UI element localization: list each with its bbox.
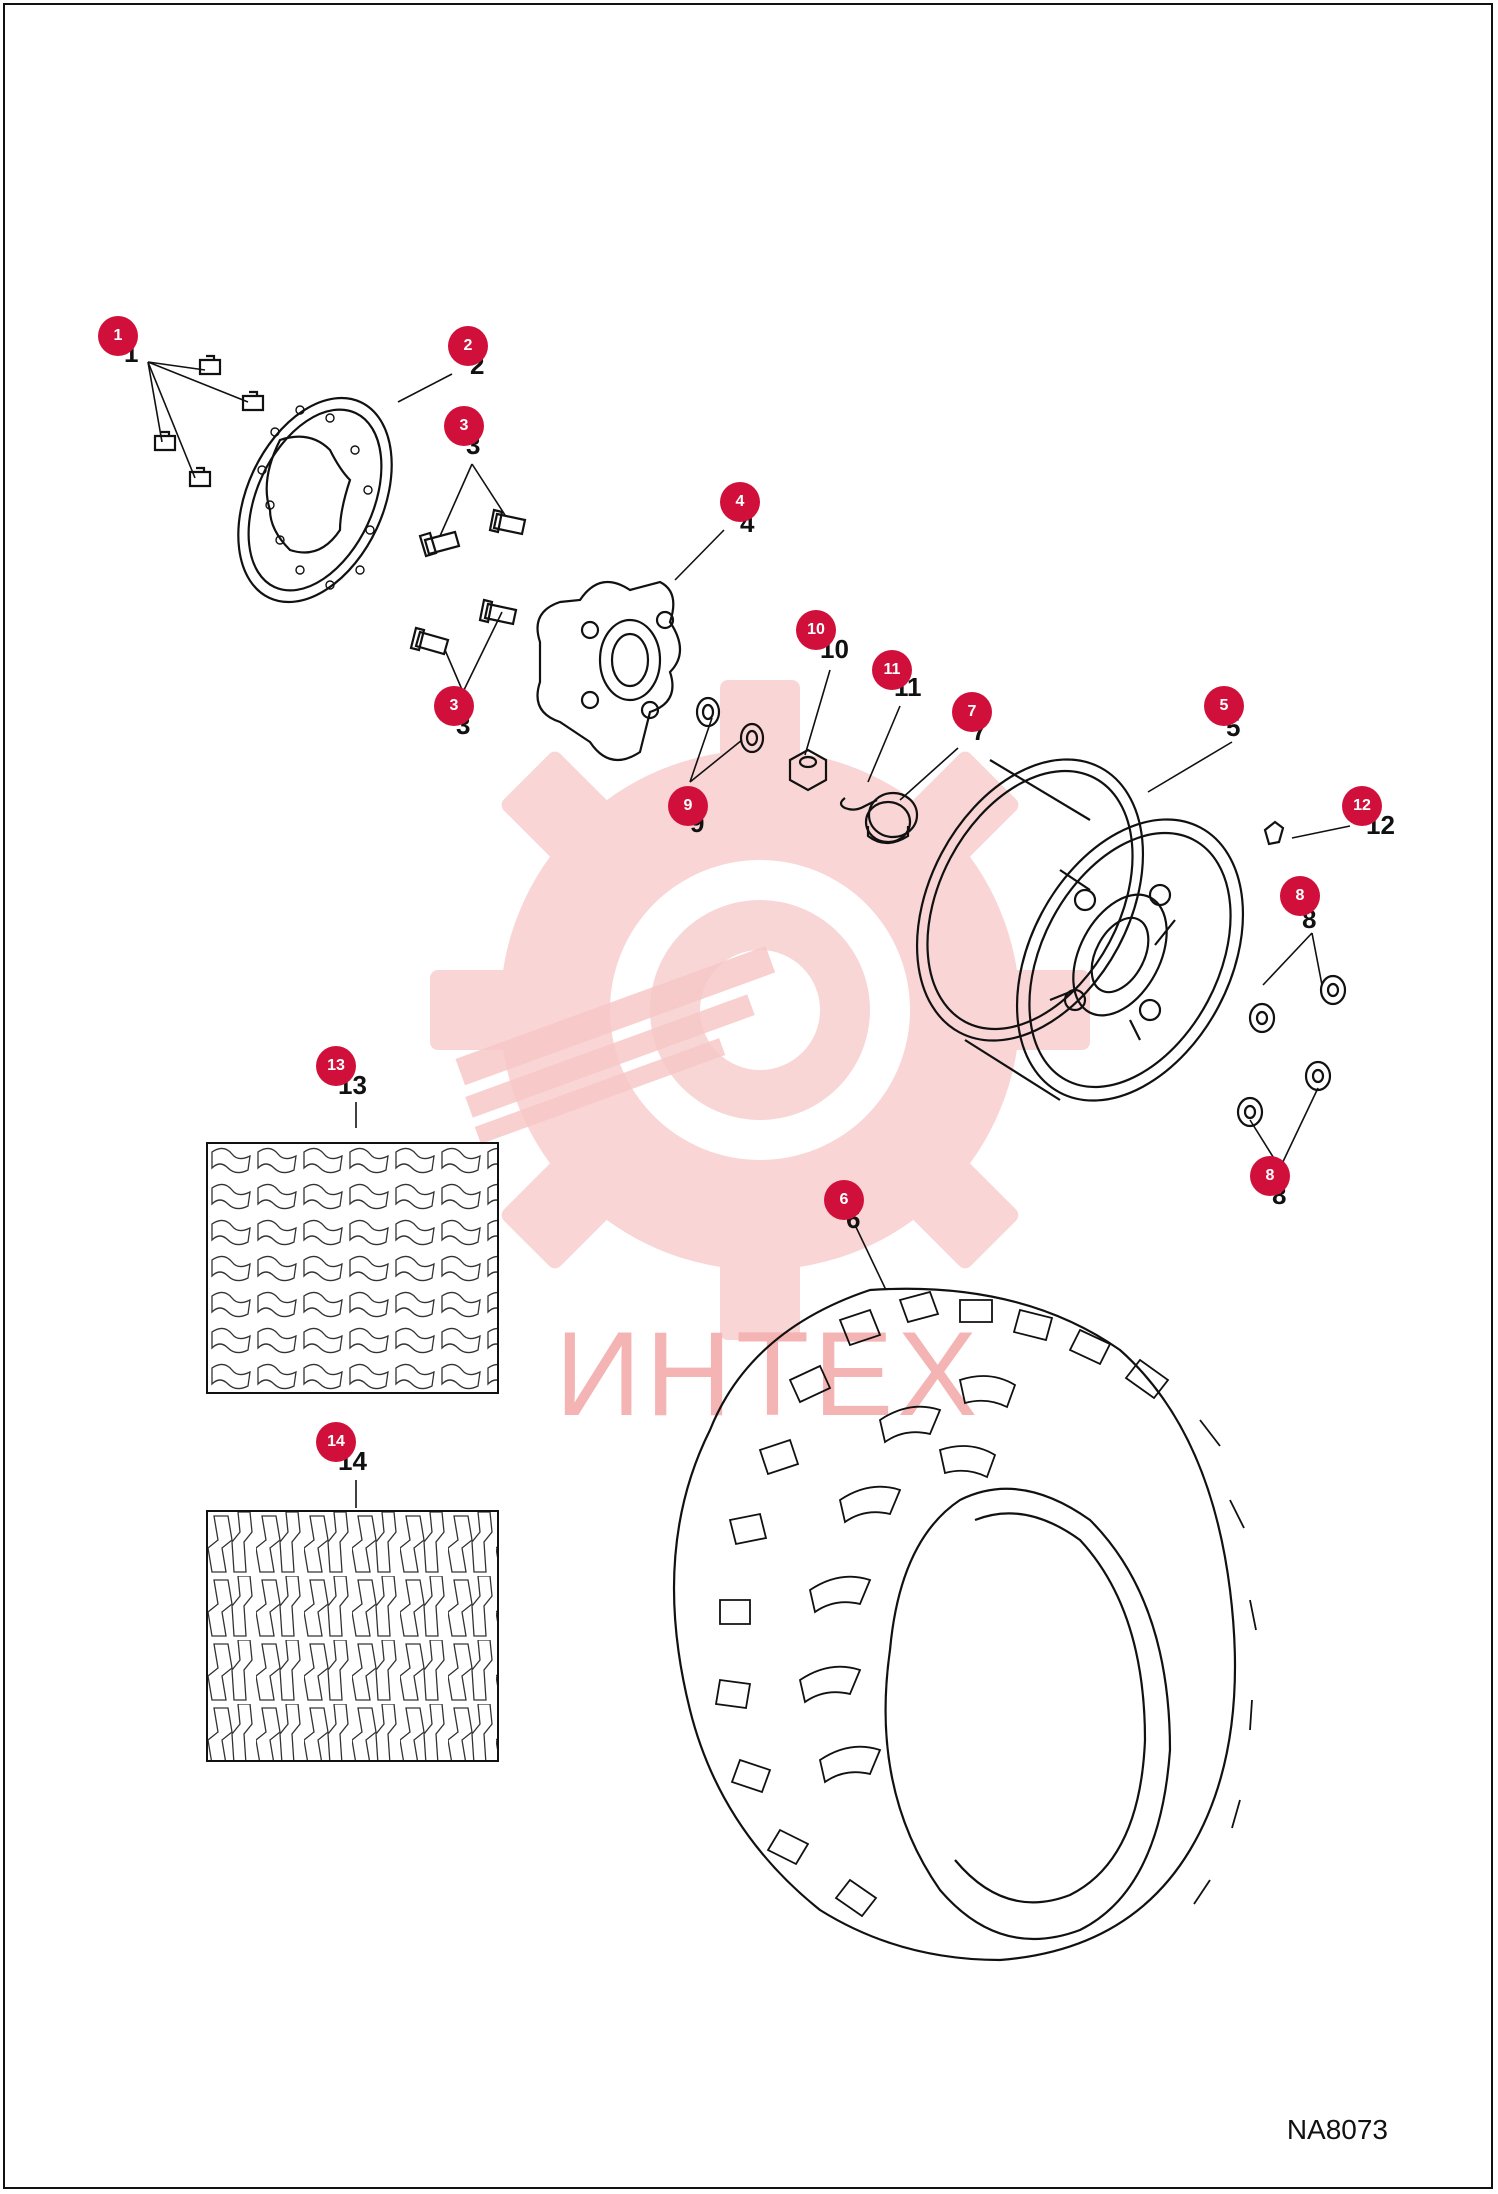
lug-nut-icon	[1236, 974, 1347, 1128]
tire-icon	[672, 1287, 1257, 1962]
tread-pattern-icon	[208, 1512, 497, 1760]
cotter-pin-icon	[839, 797, 878, 811]
callout-5[interactable]: 5	[1204, 686, 1244, 726]
washer-icon	[695, 696, 765, 754]
drawing-code: NA8073	[1286, 2114, 1388, 2145]
drawing-frame	[3, 3, 1493, 2189]
callout-9[interactable]: 9	[668, 786, 708, 826]
tread-pattern-13-panel	[206, 1142, 499, 1394]
callout-3[interactable]: 3	[444, 406, 484, 446]
callout-8[interactable]: 8	[1250, 1156, 1290, 1196]
valve-stem-icon	[1263, 820, 1285, 846]
watermark-text: ИНТЕХ	[555, 1307, 982, 1441]
callout-6[interactable]: 6	[824, 1180, 864, 1220]
brake-disc-icon	[237, 396, 393, 604]
callout-13[interactable]: 13	[316, 1046, 356, 1086]
callout-8[interactable]: 8	[1280, 876, 1320, 916]
bolt-icon	[153, 354, 265, 488]
wheel-rim-icon	[915, 758, 1245, 1102]
callout-2[interactable]: 2	[448, 326, 488, 366]
stud-icon	[409, 508, 527, 656]
tread-pattern-14-panel	[206, 1510, 499, 1762]
tread-pattern-icon	[208, 1144, 497, 1392]
callout-10[interactable]: 10	[796, 610, 836, 650]
castle-nut-icon	[788, 748, 828, 792]
callout-11[interactable]: 11	[872, 650, 912, 690]
callout-4[interactable]: 4	[720, 482, 760, 522]
callout-7[interactable]: 7	[952, 692, 992, 732]
callout-14[interactable]: 14	[316, 1422, 356, 1462]
wheel-hub-icon	[536, 580, 682, 762]
callout-1[interactable]: 1	[98, 316, 138, 356]
leader-lines	[147, 361, 1351, 1508]
callout-12[interactable]: 12	[1342, 786, 1382, 826]
callout-3[interactable]: 3	[434, 686, 474, 726]
dust-cap-icon	[864, 791, 919, 845]
